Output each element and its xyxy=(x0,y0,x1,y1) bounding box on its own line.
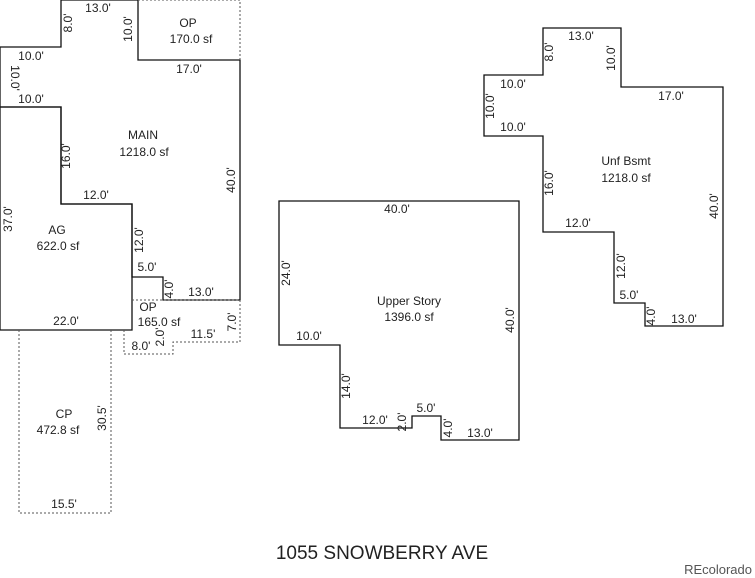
dim-label: 12.0' xyxy=(83,188,109,202)
dim-label: 11.5' xyxy=(191,327,216,341)
dim-label: 16.0' xyxy=(59,143,73,169)
dim-label: 16.0' xyxy=(542,170,556,196)
dim-label: 5.0' xyxy=(417,401,436,415)
upper-story-outline xyxy=(278,200,520,441)
dim-label: 22.0' xyxy=(53,314,79,328)
dim-label: 12.0' xyxy=(614,253,628,279)
ag-area-outline xyxy=(0,106,133,331)
dim-label: 12.0' xyxy=(362,413,388,427)
dim-label: 10.0' xyxy=(604,45,618,71)
cp-outline xyxy=(18,330,112,514)
dim-label: 5.0' xyxy=(138,260,157,274)
dim-label: 5.0' xyxy=(620,288,639,302)
dim-label: 10.0' xyxy=(121,16,135,42)
dim-label: 10.0' xyxy=(8,65,22,91)
op-top-area: 170.0 sf xyxy=(170,32,213,46)
dim-label: 13.0' xyxy=(671,312,697,326)
upper-name: Upper Story xyxy=(377,294,441,308)
dim-label: 10.0' xyxy=(18,92,44,106)
dim-label: 40.0' xyxy=(707,193,721,219)
bsmt-area: 1218.0 sf xyxy=(601,171,651,185)
bsmt-name: Unf Bsmt xyxy=(601,154,651,168)
dim-label: 15.5' xyxy=(51,497,77,511)
dim-label: 2.0' xyxy=(395,413,409,432)
address-title: 1055 SNOWBERRY AVE xyxy=(276,543,488,564)
dim-label: 13.0' xyxy=(188,285,214,299)
dim-label: 8.0' xyxy=(61,14,75,33)
dim-label: 13.0' xyxy=(85,1,111,15)
dim-label: 10.0' xyxy=(500,77,526,91)
dim-label: 12.0' xyxy=(565,216,591,230)
op-bottom-name: OP xyxy=(139,300,156,314)
dim-label: 7.0' xyxy=(225,313,239,332)
dim-label: 10.0' xyxy=(296,329,322,343)
dim-label: 37.0' xyxy=(1,206,15,232)
cp-name: CP xyxy=(56,407,73,421)
dim-label: 10.0' xyxy=(483,93,497,119)
dim-label: 4.0' xyxy=(644,307,658,326)
dim-label: 30.5' xyxy=(95,405,109,431)
credit-watermark: REcolorado xyxy=(684,562,752,577)
dim-label: 8.0' xyxy=(132,339,151,353)
dim-label: 24.0' xyxy=(279,260,293,286)
dim-label: 10.0' xyxy=(500,120,526,134)
dim-label: 2.0' xyxy=(153,328,167,347)
dim-label: 13.0' xyxy=(568,29,594,43)
op-bottom-outline xyxy=(123,299,241,355)
ag-name: AG xyxy=(48,223,65,237)
op-top-outline xyxy=(138,0,241,60)
ag-area: 622.0 sf xyxy=(37,239,80,253)
dim-label: 13.0' xyxy=(467,426,493,440)
dim-label: 8.0' xyxy=(542,43,556,62)
dim-label: 10.0' xyxy=(18,49,44,63)
dim-label: 14.0' xyxy=(339,373,353,399)
upper-area: 1396.0 sf xyxy=(384,310,434,324)
dim-label: 17.0' xyxy=(658,89,684,103)
op-bottom-area: 165.0 sf xyxy=(138,315,181,329)
dim-label: 40.0' xyxy=(384,202,410,216)
dim-label: 40.0' xyxy=(503,307,517,333)
main-name: MAIN xyxy=(128,128,158,142)
dim-label: 17.0' xyxy=(176,62,202,76)
dim-label: 40.0' xyxy=(224,167,238,193)
op-top-name: OP xyxy=(179,16,196,30)
basement-outline xyxy=(483,27,724,327)
dim-label: 4.0' xyxy=(441,419,455,438)
dim-label: 4.0' xyxy=(162,280,176,299)
main-area: 1218.0 sf xyxy=(119,145,169,159)
dim-label: 12.0' xyxy=(132,227,146,253)
cp-area: 472.8 sf xyxy=(37,423,80,437)
